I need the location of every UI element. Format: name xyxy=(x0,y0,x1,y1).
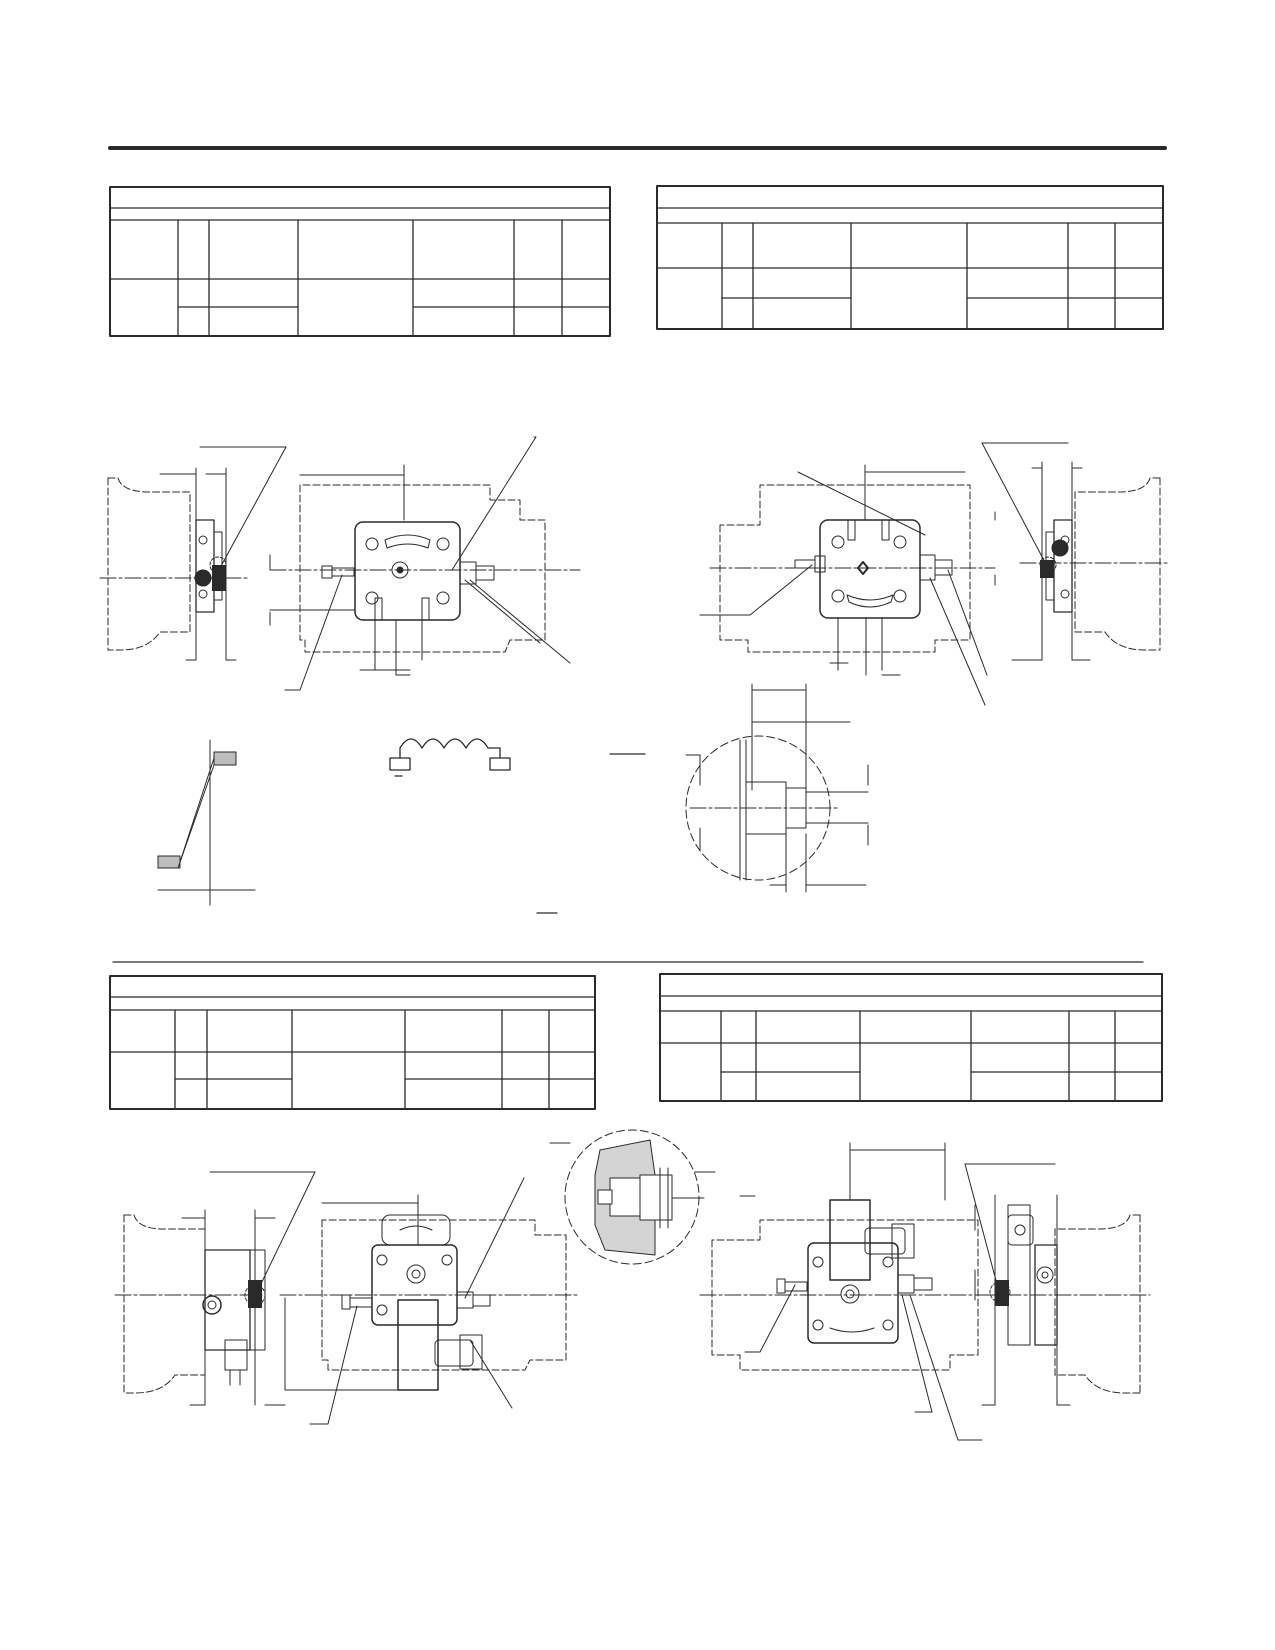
view-bottom-right-front xyxy=(699,1142,1001,1441)
view-bottom-right-side xyxy=(964,1163,1151,1406)
view-top-right-side xyxy=(981,442,1171,661)
view-bottom-left-side xyxy=(114,1171,316,1406)
table-top-left xyxy=(109,186,611,337)
view-bottom-left-front xyxy=(279,1177,581,1425)
solenoid-coil-symbol xyxy=(389,738,646,914)
view-top-right-front xyxy=(699,464,996,706)
response-curve xyxy=(157,739,256,906)
section-detail-circle xyxy=(549,1129,756,1265)
table-top-right xyxy=(656,185,1164,330)
table-bottom-right xyxy=(659,973,1163,1102)
view-top-left-side xyxy=(99,446,287,661)
view-top-left-front xyxy=(269,436,581,691)
port-detail-circle xyxy=(685,683,869,893)
table-bottom-left xyxy=(109,975,596,1110)
